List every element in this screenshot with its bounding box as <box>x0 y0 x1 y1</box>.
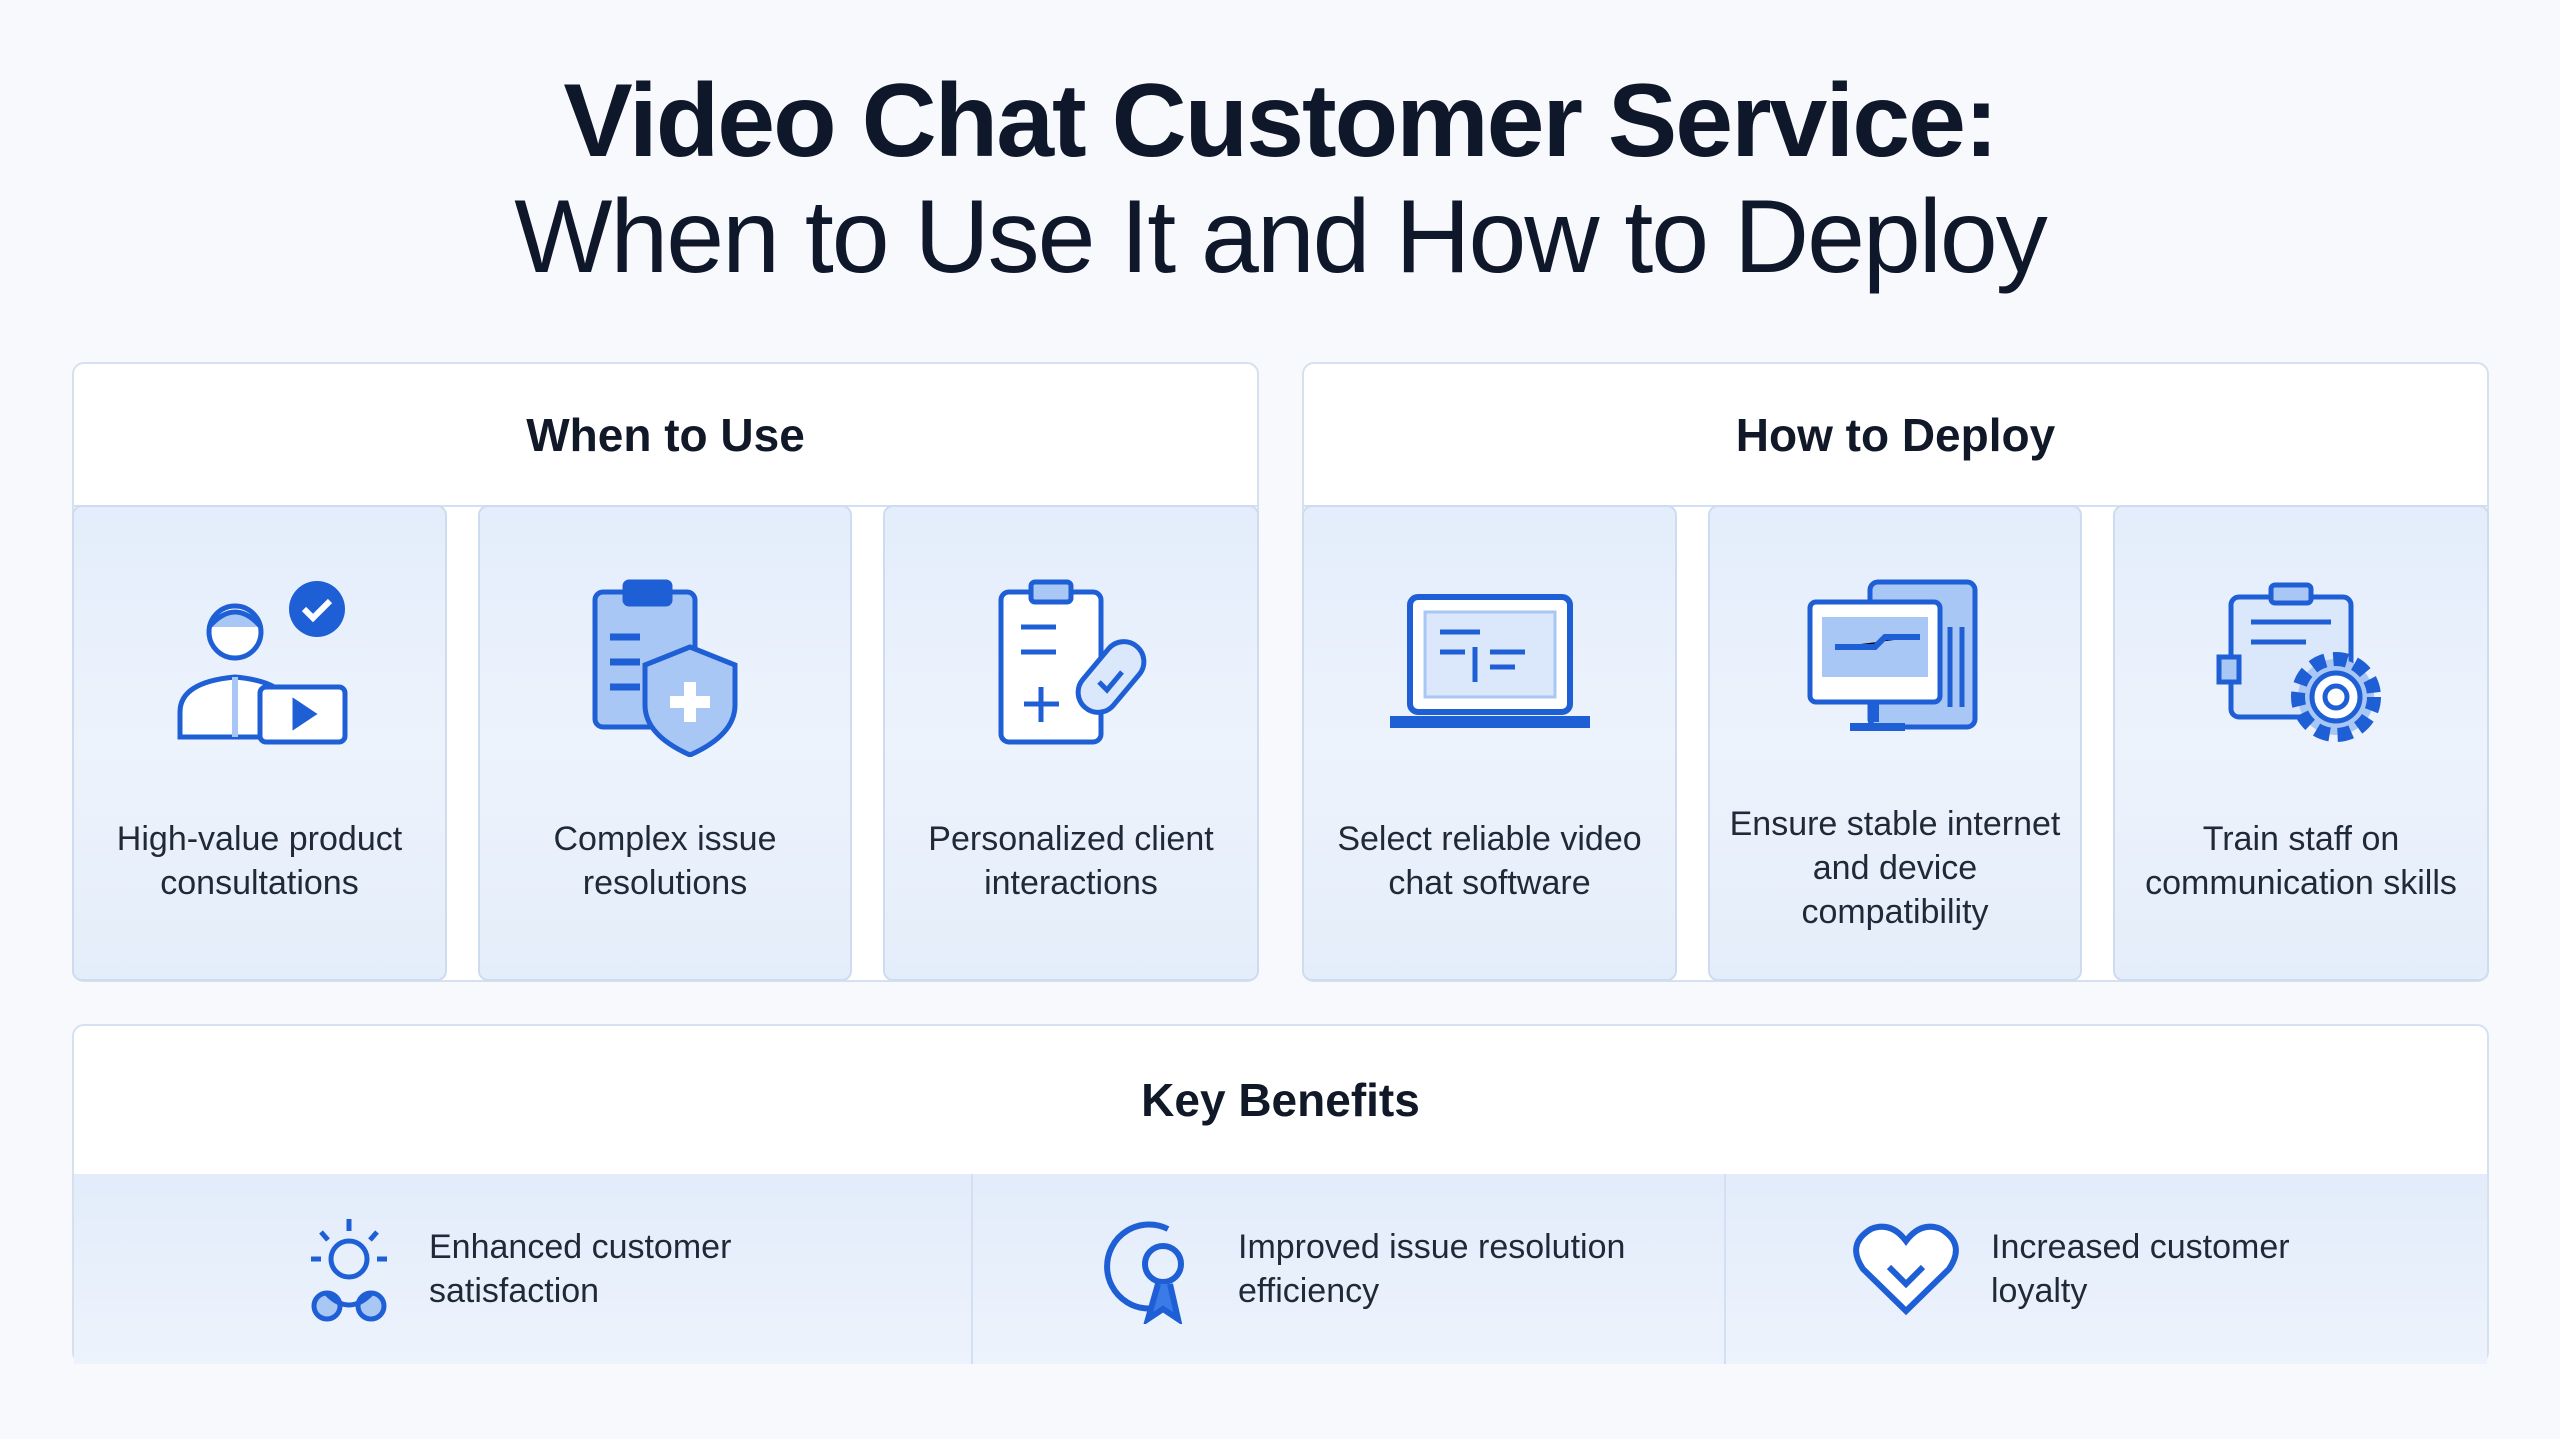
key-benefits-heading: Key Benefits <box>74 1026 2487 1176</box>
heart-check-icon <box>1853 1223 1959 1316</box>
when-to-use-heading: When to Use <box>74 364 1257 507</box>
how-to-deploy-heading: How to Deploy <box>1304 364 2487 507</box>
benefit-2: Improved issue resolution efficiency <box>973 1174 1726 1364</box>
deploy-card-3: Train staff on communication skills <box>2113 505 2489 981</box>
title-line2: When to Use It and How to Deploy <box>514 179 2047 295</box>
benefit-1: Enhanced customer satisfaction <box>74 1174 973 1364</box>
people-sun-icon <box>311 1219 387 1322</box>
benefit-label-2: Improved issue resolution efficiency <box>1238 1228 1626 1310</box>
deploy-card-2: Ensure stable internet and device compat… <box>1708 505 2082 981</box>
deploy-label-3: Train staff on communication skills <box>2145 820 2457 902</box>
benefit-label-3: Increased customer loyalty <box>1991 1228 2290 1310</box>
clipboard-link-icon <box>998 579 1147 745</box>
when-card-1: High-value product consultations <box>72 505 447 981</box>
when-label-2: Complex issue resolutions <box>553 820 777 902</box>
folder-gear-icon <box>2216 582 2381 742</box>
deploy-card-1: Select reliable video chat software <box>1302 505 1677 981</box>
when-card-2: Complex issue resolutions <box>478 505 852 981</box>
when-label-3: Personalized client interactions <box>928 820 1214 902</box>
search-award-icon <box>1104 1221 1184 1324</box>
benefit-label-1: Enhanced customer satisfaction <box>429 1228 732 1310</box>
deploy-label-2: Ensure stable internet and device compat… <box>1729 805 2061 931</box>
deploy-label-1: Select reliable video chat software <box>1337 820 1642 902</box>
monitor-devices-icon <box>1807 579 1978 731</box>
when-card-3: Personalized client interactions <box>883 505 1259 981</box>
when-label-1: High-value product consultations <box>116 820 403 902</box>
title-line1: Video Chat Customer Service: <box>563 63 1998 179</box>
laptop-icon <box>1389 594 1590 728</box>
user-video-check-icon <box>177 581 347 745</box>
clipboard-shield-icon <box>592 579 738 757</box>
benefit-3: Increased customer loyalty <box>1726 1174 2487 1364</box>
